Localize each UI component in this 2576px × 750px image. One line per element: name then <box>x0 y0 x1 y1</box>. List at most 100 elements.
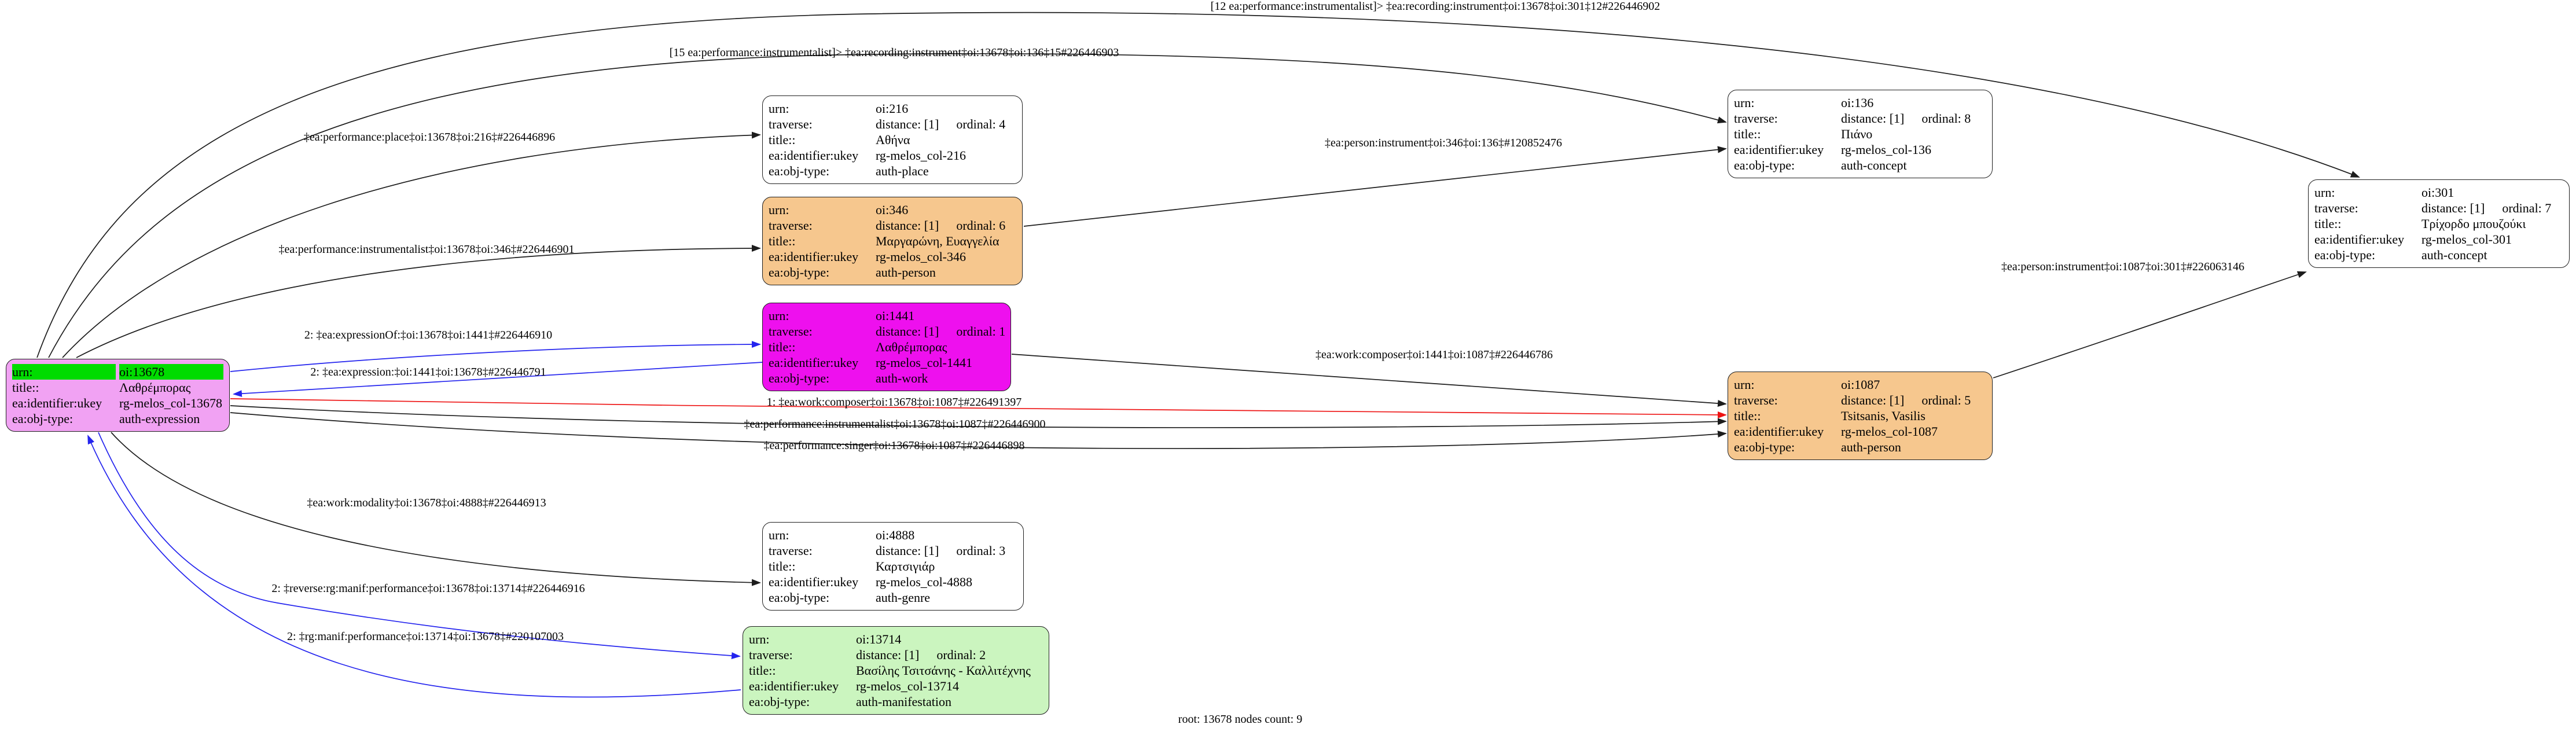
field-label: urn: <box>2314 185 2335 200</box>
field-value: oi:4888 <box>876 528 915 542</box>
node-field-row: traverse:distance: [1]ordinal: 7 <box>2314 200 2563 216</box>
field-value-ordinal: ordinal: 2 <box>936 648 986 662</box>
field-label: ea:identifier:ukey <box>769 355 859 370</box>
edge-expressionOf-1441 <box>230 341 761 372</box>
field-value: auth-manifestation <box>856 694 951 709</box>
field-value-cell: distance: [1]ordinal: 3 <box>876 543 1017 558</box>
node-field-row: ea:obj-type:auth-work <box>769 370 1005 386</box>
edge-performance-instrumentalist-346-label: ‡ea:performance:instrumentalist‡oi:13678… <box>278 243 575 256</box>
node-field-row: urn:oi:4888 <box>769 527 1017 543</box>
node-field-row: ea:obj-type:auth-concept <box>2314 247 2563 263</box>
field-value-cell: oi:216 <box>876 101 1016 116</box>
field-label: ea:identifier:ukey <box>2314 232 2405 247</box>
field-value: oi:1087 <box>1841 377 1880 392</box>
field-value: auth-concept <box>1841 158 1907 172</box>
node-field-row: ea:obj-type:auth-genre <box>769 590 1017 605</box>
field-label: traverse: <box>769 117 813 131</box>
field-value: auth-place <box>876 164 929 178</box>
field-value-cell: auth-work <box>876 370 1005 386</box>
node-field-row: title::Λαθρέμπορας <box>769 339 1005 355</box>
field-value-cell: oi:301 <box>2421 185 2563 200</box>
field-value: distance: [1] <box>1841 111 1905 126</box>
node-field-row: traverse:distance: [1]ordinal: 3 <box>769 543 1017 558</box>
field-value-cell: distance: [1] ordinal: 6 <box>876 218 1016 233</box>
field-value-ordinal: ordinal: 5 <box>1921 393 1971 407</box>
field-label: traverse: <box>749 648 793 662</box>
field-value-cell: Πιάνο <box>1841 126 1986 142</box>
field-label: ea:obj-type: <box>749 694 810 709</box>
field-value-cell: rg-melos_col-4888 <box>876 574 1017 590</box>
edge-person-instrument-301-label: ‡ea:person:instrument‡oi:1087‡oi:301‡#22… <box>2001 260 2244 273</box>
field-value: Λαθρέμπορας <box>119 380 191 395</box>
edge-performance-place-216 <box>62 131 761 358</box>
field-value-cell: distance: [1]ordinal: 1 <box>876 323 1005 339</box>
field-label: traverse: <box>769 218 813 233</box>
node-field-row: ea:obj-type: auth-manifestation <box>749 694 1043 709</box>
node-field-row: ea:obj-type:auth-person <box>769 264 1016 280</box>
field-value-cell: oi:1087 <box>1841 377 1986 392</box>
field-value: distance: [1] <box>2421 201 2485 215</box>
field-value-cell: oi:136 <box>1841 95 1986 111</box>
edge-rg-manif-performance-13678-label: 2: ‡rg:manif:performance‡oi:13714‡oi:136… <box>287 630 564 643</box>
field-value: oi:13714 <box>856 632 902 646</box>
field-label: title:: <box>12 380 39 395</box>
field-label: urn: <box>1734 95 1755 110</box>
field-value-cell: rg-melos_col-13678 <box>119 395 223 411</box>
node-field-row: title::Αθήνα <box>769 132 1016 148</box>
field-value-cell: oi:13714 <box>856 631 1043 647</box>
node-field-row: ea:identifier:ukey rg-melos_col-301 <box>2314 231 2563 247</box>
edge-expressionOf-1441-label: 2: ‡ea:expressionOf:‡oi:13678‡oi:1441‡#2… <box>304 329 553 341</box>
field-value-cell: auth-place <box>876 163 1016 179</box>
field-label: title:: <box>2314 216 2342 231</box>
node-field-row: urn: oi:216 <box>769 101 1016 116</box>
edge-performance-singer-1087 <box>230 412 1727 449</box>
field-label: title:: <box>1734 127 1761 141</box>
field-value-ordinal: ordinal: 1 <box>956 324 1006 339</box>
field-value-ordinal: ordinal: 8 <box>1921 111 1971 126</box>
node-field-row: title::Καρτσιγιάρ <box>769 558 1017 574</box>
edge-reverse-rg-manif-performance-13714 <box>98 432 741 660</box>
field-value: distance: [1] <box>1841 393 1905 407</box>
field-value-cell: Λαθρέμπορας <box>876 339 1005 355</box>
node-field-row: urn:oi:13678 <box>12 364 223 380</box>
field-value: rg-melos_col-301 <box>2421 232 2512 247</box>
node-field-row: urn: oi:301 <box>2314 185 2563 200</box>
field-label: ea:obj-type: <box>1734 158 1795 172</box>
field-value-cell: Λαθρέμπορας <box>119 380 223 395</box>
field-value-ordinal: ordinal: 6 <box>956 218 1006 233</box>
node-field-row: title::Tsitsanis, Vasilis <box>1734 408 1986 424</box>
edge-reverse-rg-manif-performance-13714-label: 2: ‡reverse:rg:manif:performance‡oi:1367… <box>271 582 585 595</box>
field-value-cell: rg-melos_col-1441 <box>876 355 1005 370</box>
edge-recording-instrument-301-label: [12 ea:performance:instrumentalist]> ‡ea… <box>1210 0 1660 13</box>
field-value: auth-person <box>1841 440 1901 454</box>
field-value-cell: rg-melos_col-136 <box>1841 142 1986 157</box>
field-label: traverse: <box>2314 201 2358 215</box>
field-value: Tsitsanis, Vasilis <box>1841 409 1925 423</box>
node-field-row: traverse:distance: [1]ordinal: 5 <box>1734 392 1986 408</box>
field-value: oi:1441 <box>876 308 915 323</box>
field-value: auth-concept <box>2421 248 2487 262</box>
field-value: Τρίχορδο μπουζούκι <box>2421 216 2526 231</box>
node-field-row: urn:oi:1087 <box>1734 377 1986 392</box>
field-label: urn: <box>769 101 789 116</box>
field-value: distance: [1] <box>876 218 939 233</box>
edge-performance-instrumentalist-1087 <box>230 405 1727 428</box>
edge-expression-13678-label: 2: ‡ea:expression:‡oi:1441‡oi:13678‡#226… <box>310 366 546 378</box>
field-value: distance: [1] <box>856 648 920 662</box>
edge-recording-instrument-136 <box>48 53 1727 358</box>
field-label: urn: <box>769 203 789 217</box>
field-value-cell: Τρίχορδο μπουζούκι <box>2421 216 2563 231</box>
